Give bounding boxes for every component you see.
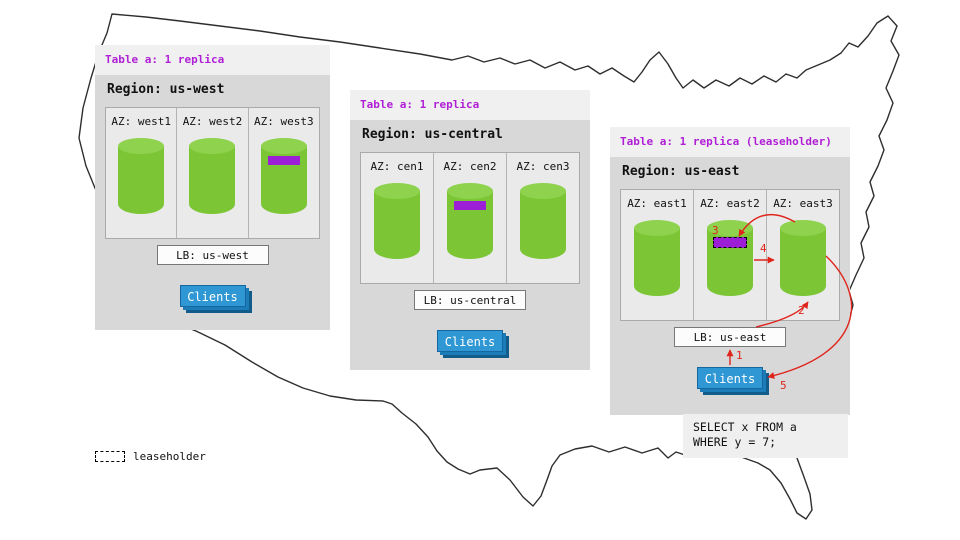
load-balancer-box: LB: us-west	[156, 245, 269, 265]
database-cylinder	[634, 220, 680, 296]
az-label: AZ: west1	[111, 115, 171, 128]
az-label: AZ: west2	[182, 115, 243, 128]
cylinder-body	[374, 191, 420, 259]
cylinder-top	[520, 183, 566, 199]
az-column-east2: AZ: east2	[694, 190, 767, 320]
az-column-cen1: AZ: cen1	[361, 153, 434, 283]
load-balancer-box: LB: us-east	[674, 327, 786, 347]
cylinder-top	[707, 220, 753, 236]
cylinder-body	[634, 228, 680, 296]
cylinder-body	[520, 191, 566, 259]
cylinder-body	[118, 146, 165, 214]
region-title: Region: us-central	[362, 127, 503, 142]
sql-query-note: SELECT x FROM a WHERE y = 7;	[683, 414, 848, 458]
replica-band	[454, 201, 486, 210]
region-title: Region: us-east	[622, 164, 740, 179]
leaseholder-legend-icon	[95, 450, 125, 462]
az-column-west1: AZ: west1	[106, 108, 178, 238]
database-cylinder	[447, 183, 493, 259]
az-box: AZ: west1 AZ: west2 AZ: west3	[105, 107, 320, 239]
database-cylinder	[260, 138, 307, 214]
region-title: Region: us-west	[107, 82, 225, 97]
cylinder-top	[260, 138, 307, 154]
cylinder-top	[189, 138, 236, 154]
az-column-east3: AZ: east3	[767, 190, 839, 320]
az-box: AZ: east1 AZ: east2 AZ: east3	[620, 189, 840, 321]
cylinder-body	[189, 146, 236, 214]
az-label: AZ: east1	[627, 197, 687, 210]
database-cylinder	[118, 138, 165, 214]
table-label: Table a: 1 replica	[95, 45, 330, 75]
database-cylinder	[707, 220, 753, 296]
cylinder-top	[118, 138, 165, 154]
region-panel-us-central: Table a: 1 replica Region: us-central AZ…	[350, 90, 590, 370]
az-column-west3: AZ: west3	[249, 108, 319, 238]
cylinder-top	[634, 220, 680, 236]
leaseholder-legend-label: leaseholder	[133, 449, 206, 463]
database-cylinder	[520, 183, 566, 259]
az-column-west2: AZ: west2	[177, 108, 249, 238]
az-label: AZ: west3	[254, 115, 314, 128]
cylinder-top	[374, 183, 420, 199]
database-cylinder	[189, 138, 236, 214]
cylinder-top	[780, 220, 826, 236]
clients-box: Clients	[437, 330, 503, 352]
az-column-cen3: AZ: cen3	[507, 153, 579, 283]
az-label: AZ: east2	[700, 197, 760, 210]
leaseholder-band	[713, 237, 747, 248]
az-label: AZ: cen2	[443, 160, 497, 173]
table-label: Table a: 1 replica	[350, 90, 590, 120]
sql-line-1: SELECT x FROM a	[693, 420, 797, 434]
cylinder-top	[447, 183, 493, 199]
cylinder-body	[780, 228, 826, 296]
load-balancer-box: LB: us-central	[414, 290, 526, 310]
database-cylinder	[780, 220, 826, 296]
clients-box: Clients	[179, 285, 246, 307]
replica-band	[267, 156, 300, 165]
az-label: AZ: east3	[773, 197, 833, 210]
az-label: AZ: cen1	[370, 160, 424, 173]
az-column-east1: AZ: east1	[621, 190, 694, 320]
region-panel-us-east: Table a: 1 replica (leaseholder) Region:…	[610, 127, 850, 415]
clients-box: Clients	[697, 367, 763, 389]
az-label: AZ: cen3	[516, 160, 570, 173]
table-label: Table a: 1 replica (leaseholder)	[610, 127, 850, 157]
database-cylinder	[374, 183, 420, 259]
sql-line-2: WHERE y = 7;	[693, 435, 777, 449]
leaseholder-legend: leaseholder	[95, 449, 206, 463]
az-column-cen2: AZ: cen2	[434, 153, 507, 283]
az-box: AZ: cen1 AZ: cen2 AZ: cen3	[360, 152, 580, 284]
region-panel-us-west: Table a: 1 replica Region: us-west AZ: w…	[95, 45, 330, 330]
